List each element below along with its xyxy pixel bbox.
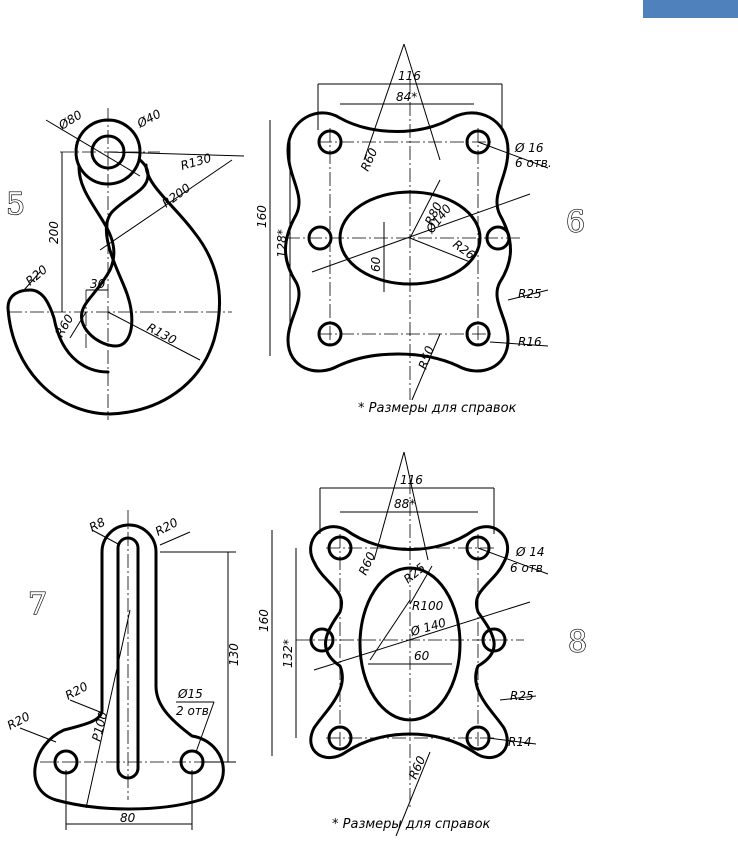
dim-8-2: R60 bbox=[356, 550, 379, 578]
dim-8-1: 88* bbox=[394, 497, 415, 511]
dim-7-6: R20 bbox=[5, 709, 33, 733]
dim-5-7: R60 bbox=[52, 312, 76, 340]
dim-7-0: R8 bbox=[87, 515, 108, 535]
plate-6-outline bbox=[284, 111, 512, 373]
dim-8-0: 116 bbox=[400, 473, 423, 487]
dim-7-5: 2 отв bbox=[176, 704, 209, 718]
dim-8-10: 60 bbox=[414, 649, 430, 663]
dim-6-0: 116 bbox=[398, 69, 421, 83]
dim-8-4: 6 отв bbox=[510, 561, 543, 575]
dim-8-13: R60 bbox=[406, 754, 429, 782]
dim-5-5: R20 bbox=[23, 262, 50, 288]
corner-tab bbox=[643, 0, 738, 18]
dim-6-2: R60 bbox=[358, 146, 381, 174]
dim-7-7: P100 bbox=[89, 710, 110, 743]
dim-7-3: R20 bbox=[63, 679, 91, 703]
dim-7-2: 130 bbox=[227, 643, 241, 666]
dim-8-3: Ø 14 bbox=[515, 545, 545, 559]
dim-6-5: 160 bbox=[255, 205, 269, 228]
figure-8-plate: 116 88* R60 Ø 14 6 отв R25 R100 160 132*… bbox=[257, 451, 588, 837]
bracket-7-construction bbox=[19, 510, 236, 830]
dim-8-9: Ø 140 bbox=[408, 615, 448, 639]
dim-7-4: Ø15 bbox=[177, 687, 203, 701]
dim-7-8: 80 bbox=[120, 811, 136, 825]
figure-6-dimensions: 116 84* R60 Ø 16 6 отв. 160 128* R80 Ø14… bbox=[255, 69, 552, 371]
dim-8-12: R14 bbox=[508, 735, 532, 749]
dim-5-1: Ø40 bbox=[134, 107, 164, 132]
dim-8-6: R100 bbox=[412, 599, 444, 613]
figure-6-note: * Размеры для справок bbox=[358, 401, 517, 416]
figure-5-number: 5 bbox=[6, 187, 25, 222]
figure-6-number: 6 bbox=[566, 205, 585, 240]
figure-8-note: * Размеры для справок bbox=[332, 817, 491, 832]
figure-8-number: 8 bbox=[568, 625, 587, 660]
dim-5-3: R200 bbox=[160, 181, 194, 211]
dim-8-7: 160 bbox=[257, 609, 271, 632]
dim-8-8: 132* bbox=[281, 639, 295, 668]
figure-6-plate: 116 84* R60 Ø 16 6 отв. 160 128* R80 Ø14… bbox=[255, 43, 586, 416]
dim-7-1: R20 bbox=[153, 515, 181, 539]
dim-5-6: 30 bbox=[90, 277, 106, 291]
figure-5-hook: Ø80 Ø40 R130 R200 200 R20 30 R60 R130 5 bbox=[5, 107, 245, 420]
dim-8-5: R25 bbox=[401, 560, 428, 586]
dim-6-10: 60 bbox=[369, 256, 383, 272]
plate-8-construction bbox=[271, 451, 549, 837]
dim-6-6: 128* bbox=[275, 229, 289, 258]
figure-7-dimensions: R8 R20 130 R20 Ø15 2 отв R20 P100 80 bbox=[5, 515, 241, 825]
dim-5-0: Ø80 bbox=[55, 107, 85, 133]
figure-7-number: 7 bbox=[28, 587, 47, 622]
hook-construction bbox=[8, 108, 245, 420]
dim-6-11: R25 bbox=[518, 287, 542, 301]
dim-5-4: 200 bbox=[47, 221, 61, 244]
plate-6-construction bbox=[269, 43, 549, 401]
dim-8-11: R25 bbox=[510, 689, 534, 703]
dim-6-1: 84* bbox=[396, 90, 417, 104]
dim-5-8: R130 bbox=[145, 320, 179, 347]
dim-6-13: R16 bbox=[518, 335, 542, 349]
figure-7-bracket: R8 R20 130 R20 Ø15 2 отв R20 P100 80 7 bbox=[5, 510, 241, 830]
bracket-7-outline bbox=[33, 523, 225, 811]
dim-6-3: Ø 16 bbox=[514, 141, 544, 155]
dim-6-4: 6 отв. bbox=[515, 156, 552, 170]
